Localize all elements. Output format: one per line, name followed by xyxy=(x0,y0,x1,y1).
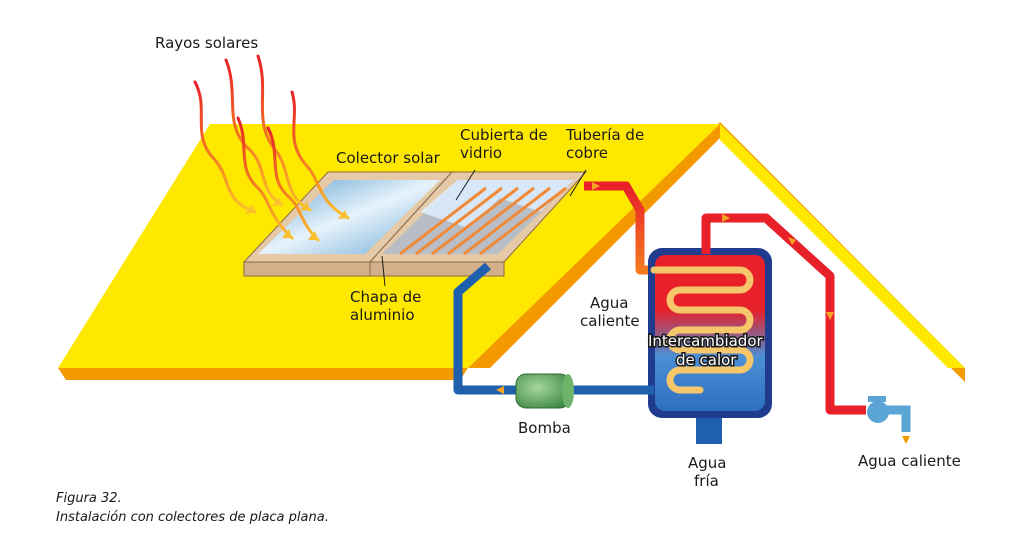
heat-exchanger-tank xyxy=(648,248,772,444)
copper-tubing xyxy=(399,186,567,256)
label-agua-caliente-tap: Agua caliente xyxy=(858,452,961,470)
label-agua-caliente-tank-line2: caliente xyxy=(580,312,640,330)
label-cubierta-line2: vidrio xyxy=(460,144,502,162)
pump-end xyxy=(562,374,574,408)
heat-exchanger-coil xyxy=(650,266,754,394)
label-cubierta-line1: Cubierta de xyxy=(460,126,548,144)
label-rayos-solares: Rayos solares xyxy=(155,34,258,52)
label-chapa-line2: aluminio xyxy=(350,306,415,324)
label-colector-solar: Colector solar xyxy=(336,149,441,167)
solar-collector-cutaway xyxy=(368,171,588,277)
label-agua-fria-line1: Agua xyxy=(688,454,726,472)
tap-spout xyxy=(886,405,911,432)
labels: Rayos solares Colector solar Cubierta de… xyxy=(155,34,961,490)
label-bomba: Bomba xyxy=(518,419,571,437)
hot-pipe-collector-to-tank xyxy=(584,181,654,275)
water-drop xyxy=(902,436,910,444)
cold-return-pipe xyxy=(453,262,654,395)
label-chapa-line1: Chapa de xyxy=(350,288,421,306)
roof-front-edge xyxy=(58,368,468,380)
pump-body xyxy=(515,373,571,409)
leader-lines xyxy=(381,169,587,287)
label-intercambiador-line2: de calor xyxy=(676,351,737,369)
caption-figure-number: Figura 32. xyxy=(56,491,122,506)
label-intercambiador-line1: Intercambiador xyxy=(648,332,764,350)
figure-caption: Figura 32. Instalación con colectores de… xyxy=(56,491,329,525)
label-agua-caliente-tank-line1: Agua xyxy=(590,294,628,312)
sun-rays xyxy=(193,54,350,242)
pump xyxy=(515,373,574,409)
tap-handle xyxy=(868,396,886,402)
flow-arrows xyxy=(496,182,834,394)
tap xyxy=(867,396,911,444)
roof-ridge xyxy=(720,124,965,368)
glass-cover xyxy=(420,180,574,228)
cold-water-inlet xyxy=(696,418,722,444)
hot-water-pipe-to-tap xyxy=(701,213,866,415)
tap-body xyxy=(867,401,889,423)
ray-arrowheads xyxy=(245,197,348,240)
label-tuberia-line1: Tubería de xyxy=(565,126,644,144)
caption-text: Instalación con colectores de placa plan… xyxy=(56,510,329,525)
label-agua-fria-line2: fría xyxy=(694,472,719,490)
label-tuberia-line2: cobre xyxy=(566,144,608,162)
